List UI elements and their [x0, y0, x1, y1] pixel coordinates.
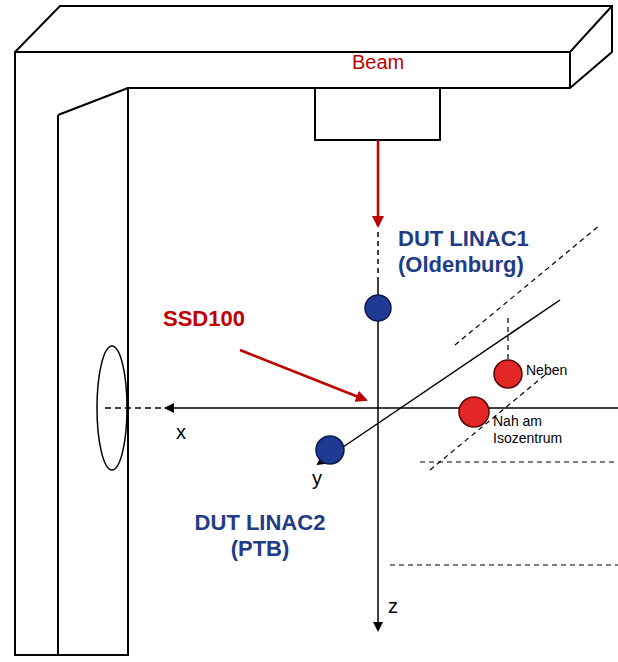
position-label: Neben: [526, 362, 567, 379]
dut-dot: [365, 295, 391, 321]
ssd-arrow: [240, 350, 366, 400]
beam-arrow: [377, 140, 380, 226]
guide-lines: [390, 225, 618, 565]
device-label: DUT LINAC1 (Oldenburg): [398, 226, 538, 279]
dut-dot: [316, 436, 344, 464]
position-label: Nah am Isozentrum: [493, 413, 573, 447]
ring: [97, 346, 127, 470]
beam-axis: [377, 232, 379, 278]
x-axis: [166, 407, 618, 409]
gantry: [15, 6, 612, 655]
axis-label: x: [176, 420, 186, 444]
axis-label: z: [388, 594, 398, 618]
position-dot: [459, 397, 489, 427]
position-dot: [494, 360, 522, 388]
beam-label: Beam: [352, 50, 404, 74]
ssd-label: SSD100: [163, 306, 245, 332]
z-axis: [377, 278, 379, 630]
axis-label: y: [312, 466, 322, 490]
device-label: DUT LINAC2 (PTB): [190, 510, 330, 563]
x-axis-dashed: [105, 407, 168, 409]
